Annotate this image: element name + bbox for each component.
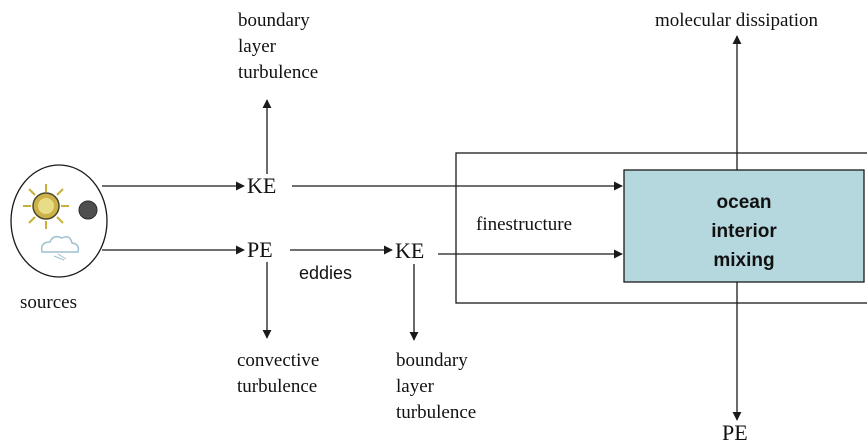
node-pe: PE <box>247 237 273 262</box>
finestructure-frame <box>455 152 867 304</box>
label-convective-turbulence: convective turbulence <box>237 350 320 397</box>
cloud-icon <box>40 235 80 261</box>
node-ke-top: KE <box>247 173 277 198</box>
label-eddies: eddies <box>299 263 353 283</box>
label-finestructure: finestructure <box>476 214 573 235</box>
node-ke-mid: KE <box>395 238 425 263</box>
label-boundary-layer-top: boundary layer turbulence <box>238 10 319 83</box>
mixing-box <box>623 169 865 283</box>
mixing-box-label: ocean interior mixing <box>711 192 777 271</box>
node-pe-bottom: PE <box>722 420 748 445</box>
label-sources: sources <box>20 292 77 313</box>
moon-icon <box>78 200 98 220</box>
sources-ellipse <box>10 164 108 278</box>
label-boundary-layer-bottom: boundary layer turbulence <box>396 350 477 423</box>
sun-icon <box>23 184 69 229</box>
label-molecular-dissipation: molecular dissipation <box>655 10 819 31</box>
